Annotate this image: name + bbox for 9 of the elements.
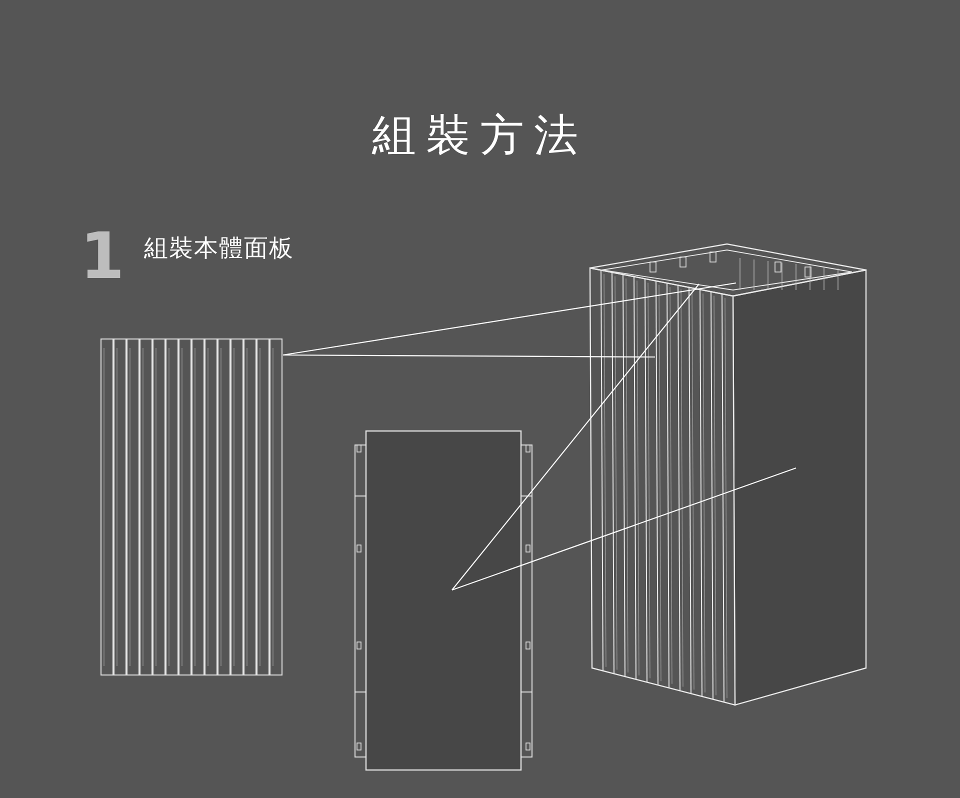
step-heading: 組裝本體面板 [144,233,294,264]
flat-panel-drawing [352,430,534,772]
leader-line [282,282,736,356]
slatted-panel-drawing [100,338,284,677]
leader-line [452,467,796,591]
leader-line [452,284,700,590]
leader-line [283,354,655,358]
step-number: 1 [80,222,125,292]
title: 組裝方法 [370,109,589,163]
